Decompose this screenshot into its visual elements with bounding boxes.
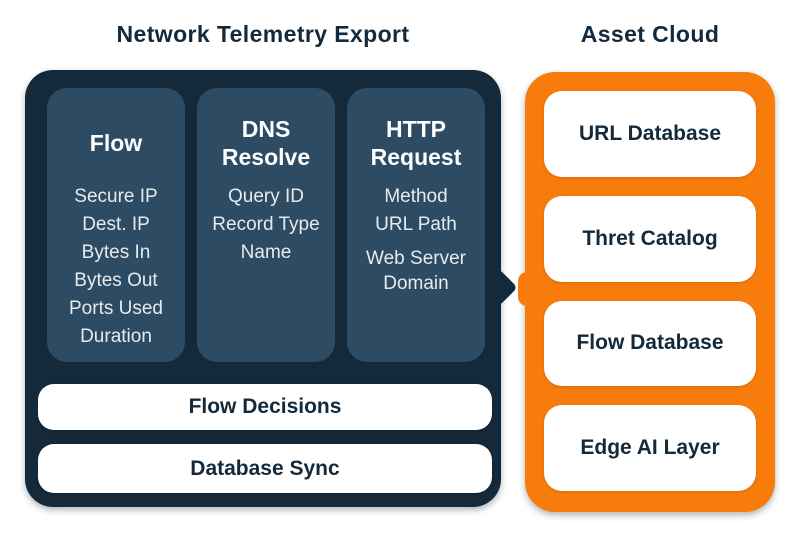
list-item: Web Server Domain [366,248,466,294]
network-telemetry-panel: Flow Secure IP Dest. IP Bytes In Bytes O… [25,70,518,507]
flow-card-items: Secure IP Dest. IP Bytes In Bytes Out Po… [47,184,185,349]
list-item: Secure IP [74,186,158,207]
list-item: Bytes In [81,242,151,263]
dns-resolve-card-items: Query ID Record Type Name [197,184,335,265]
list-item: Ports Used [69,298,163,319]
edge-ai-layer-box: Edge AI Layer [544,405,756,491]
list-item: Bytes Out [74,270,158,291]
dns-resolve-card: DNS Resolve Query ID Record Type Name [197,88,335,362]
list-item: Duration [80,326,152,347]
telemetry-export-title: Network Telemetry Export [116,21,410,47]
database-sync-bar: Database Sync [38,444,492,493]
right-arrow-connector [479,268,518,307]
list-item: Query ID [227,186,305,207]
dns-resolve-card-heading: DNS Resolve [221,116,311,170]
flow-card-heading: Flow [89,130,143,156]
flow-card: Flow Secure IP Dest. IP Bytes In Bytes O… [47,88,185,362]
asset-cloud-panel: URL Database Thret Catalog Flow Database… [518,72,775,512]
list-item: Record Type [212,214,320,235]
http-request-card-heading: HTTP Request [370,116,462,170]
asset-cloud-title: Asset Cloud [580,21,720,47]
url-database-box: URL Database [544,91,756,177]
list-item: URL Path [375,214,457,235]
http-request-card: HTTP Request Method URL Path Web Server … [347,88,485,362]
left-connector-bump [518,272,540,306]
list-item: Dest. IP [82,214,150,235]
list-item: Name [240,242,292,263]
thret-catalog-box: Thret Catalog [544,195,756,282]
http-request-card-items: Method URL Path Web Server Domain [347,184,485,296]
flow-database-box: Flow Database [544,300,756,387]
flow-decisions-bar: Flow Decisions [38,384,492,430]
list-item: Method [384,186,448,207]
